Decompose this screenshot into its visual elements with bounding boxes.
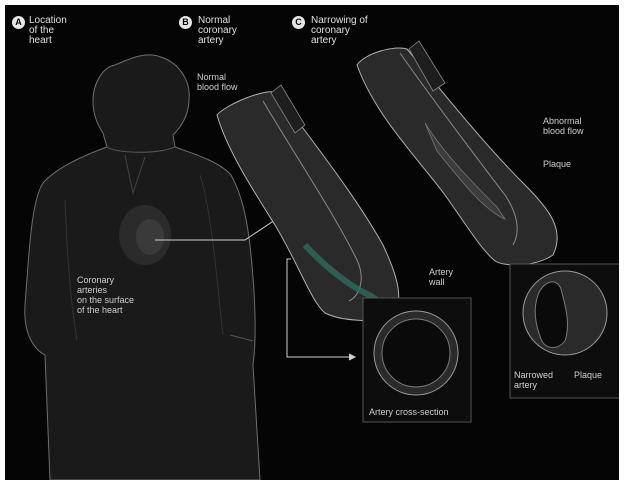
panel-a-title: Location of the heart	[29, 16, 67, 46]
heart-glow	[119, 205, 171, 265]
coronary-arteries-label: Coronary arteries on the surface of the …	[77, 275, 134, 315]
panel-c-title: Narrowing of coronary artery	[311, 16, 368, 46]
panel-b-badge: B	[179, 16, 192, 29]
narrowed-artery-label: Narrowed artery	[514, 370, 553, 390]
panel-a-badge: A	[12, 16, 25, 29]
panel-c-badge: C	[292, 16, 305, 29]
coronary-illustration	[5, 5, 619, 480]
plaque-label: Plaque	[543, 159, 571, 169]
panel-b-title: Normal coronary artery	[198, 16, 237, 46]
normal-flow-label: Normal blood flow	[197, 72, 238, 92]
cross-section-label: Artery cross-section	[369, 407, 449, 417]
narrowed-artery	[357, 41, 557, 265]
abnormal-flow-label: Abnormal blood flow	[543, 116, 584, 136]
illustration-panel: A Location of the heart B Normal coronar…	[5, 5, 619, 480]
plaque-cross-section-label: Plaque	[574, 370, 602, 380]
normal-cross-section	[363, 298, 471, 422]
artery-wall-label: Artery wall	[429, 267, 453, 287]
